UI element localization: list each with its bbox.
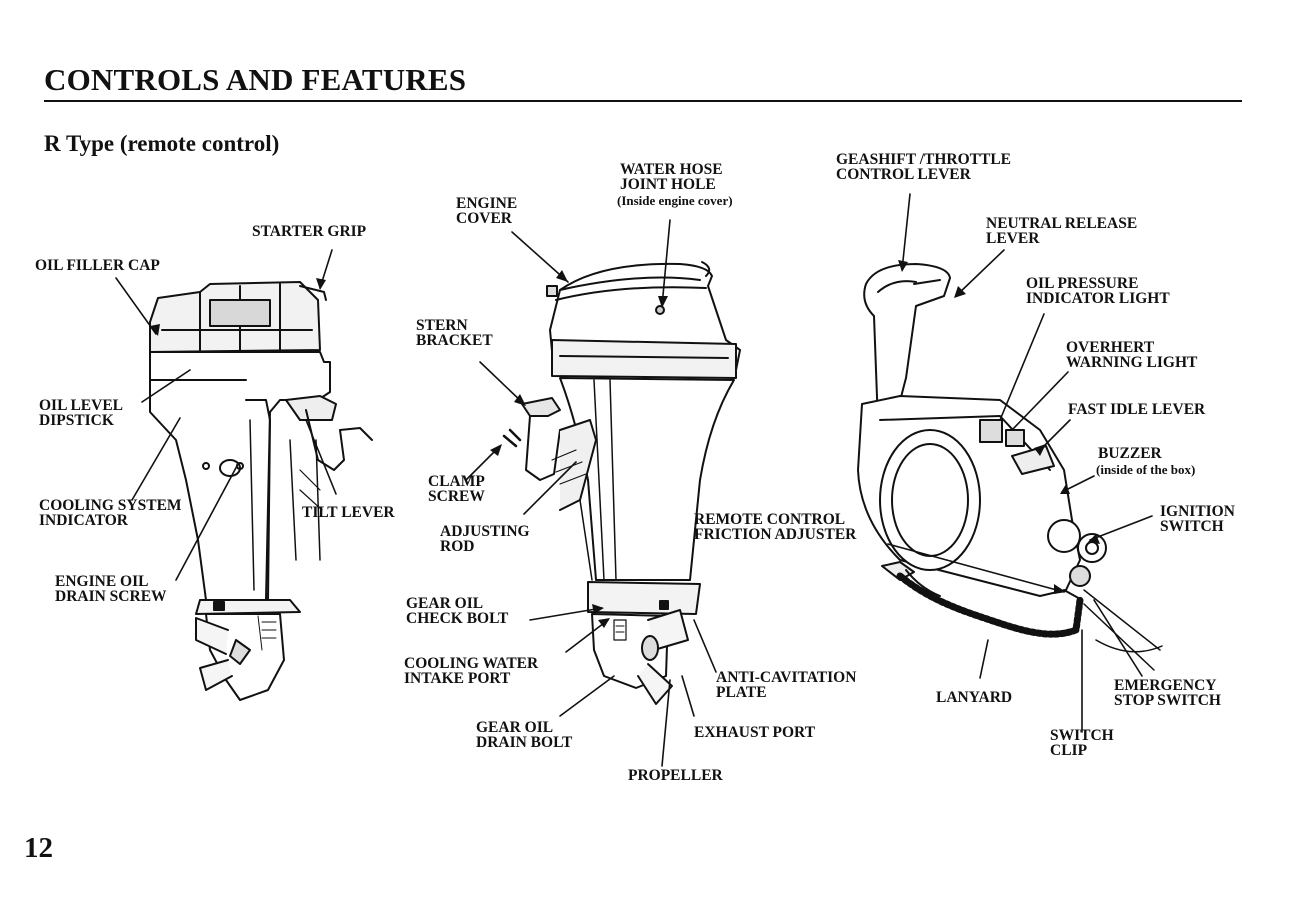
label-exhaust-port: EXHAUST PORT (694, 724, 816, 741)
arrowheads (150, 260, 1100, 628)
label-starter-grip: STARTER GRIP (252, 223, 367, 240)
motor-rear-view (502, 261, 741, 705)
label-remote-control-friction-adjuster: REMOTE CONTROL FRICTION ADJUSTER (694, 511, 857, 543)
label-tilt-lever: TILT LEVER (302, 504, 395, 521)
label-gear-oil-drain-bolt: GEAR OIL DRAIN BOLT (476, 719, 573, 751)
label-water-hose-note: (Inside engine cover) (617, 193, 733, 208)
page-number: 12 (24, 832, 53, 864)
label-neutral-release-lever: NEUTRAL RELEASE LEVER (986, 215, 1138, 247)
label-stern-bracket: STERN BRACKET (416, 317, 493, 349)
label-emergency-stop-switch: EMERGENCY STOP SWITCH (1114, 677, 1221, 709)
label-buzzer-note: (inside of the box) (1096, 462, 1196, 477)
label-engine-cover: ENGINE COVER (456, 195, 518, 227)
label-gearshift-throttle-lever: GEASHIFT /THROTTLE CONTROL LEVER (836, 151, 1012, 183)
label-ignition-switch: IGNITION SWITCH (1160, 503, 1235, 535)
label-cooling-water-intake-port: COOLING WATER INTAKE PORT (404, 655, 539, 687)
label-oil-pressure-indicator-light: OIL PRESSURE INDICATOR LIGHT (1026, 275, 1170, 307)
label-water-hose-joint-hole: WATER HOSE JOINT HOLE (620, 161, 723, 193)
label-fast-idle-lever: FAST IDLE LEVER (1068, 401, 1206, 418)
label-propeller: PROPELLER (628, 767, 723, 784)
section-subtitle: R Type (remote control) (44, 131, 280, 156)
label-oil-level-dipstick: OIL LEVEL DIPSTICK (39, 397, 123, 429)
page-title: CONTROLS AND FEATURES (44, 62, 467, 97)
label-clamp-screw: CLAMP SCREW (428, 473, 485, 505)
label-engine-oil-drain-screw: ENGINE OIL DRAIN SCREW (55, 573, 167, 605)
label-anti-cavitation-plate: ANTI-CAVITATION PLATE (716, 669, 857, 701)
label-adjusting-rod: ADJUSTING ROD (440, 523, 530, 555)
leader-lines (115, 193, 1153, 767)
label-oil-filler-cap: OIL FILLER CAP (35, 257, 160, 274)
label-gear-oil-check-bolt: GEAR OIL CHECK BOLT (406, 595, 509, 627)
label-overheat-warning-light: OVERHERT WARNING LIGHT (1066, 339, 1198, 371)
remote-control-box (857, 263, 1163, 671)
label-cooling-system-indicator: COOLING SYSTEM INDICATOR (39, 497, 182, 529)
label-switch-clip: SWITCH CLIP (1050, 727, 1114, 759)
title-rule (44, 100, 1242, 102)
label-buzzer: BUZZER (1098, 445, 1162, 462)
motor-side-view (149, 281, 373, 701)
label-lanyard: LANYARD (936, 689, 1013, 706)
